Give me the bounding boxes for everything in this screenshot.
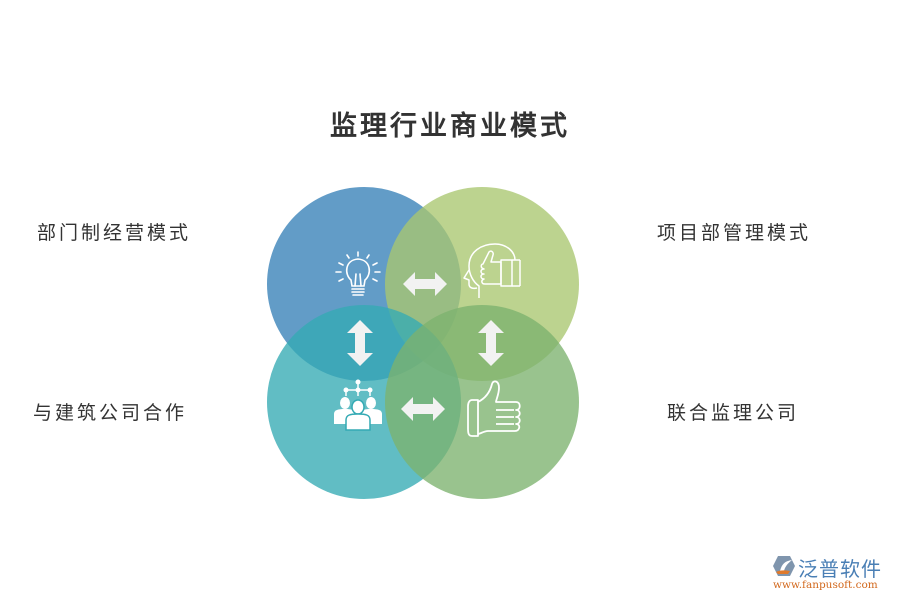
double-arrow-vertical-icon	[347, 320, 373, 366]
circle-bottom-right	[385, 305, 579, 499]
fanpusoft-logo-icon	[773, 556, 795, 576]
label-top-left: 部门制经营模式	[37, 222, 192, 244]
head-thumbs-up-icon	[463, 243, 521, 298]
lightbulb-icon	[335, 251, 381, 296]
label-top-right: 项目部管理模式	[657, 222, 812, 244]
label-bottom-left: 与建筑公司合作	[33, 402, 188, 424]
double-arrow-horizontal-icon	[403, 272, 447, 296]
thumbs-up-icon	[467, 380, 521, 437]
logo-url: www.fanpusoft.com	[773, 579, 878, 591]
logo-name: 泛普软件	[798, 557, 882, 581]
double-arrow-vertical-icon	[478, 320, 504, 366]
team-network-icon	[334, 379, 382, 431]
label-bottom-right: 联合监理公司	[667, 402, 800, 424]
diagram-title: 监理行业商业模式	[330, 111, 570, 142]
circles	[267, 187, 579, 499]
fanpusoft-logo: 泛普软件 www.fanpusoft.com	[770, 553, 895, 595]
double-arrow-horizontal-icon	[401, 397, 445, 421]
